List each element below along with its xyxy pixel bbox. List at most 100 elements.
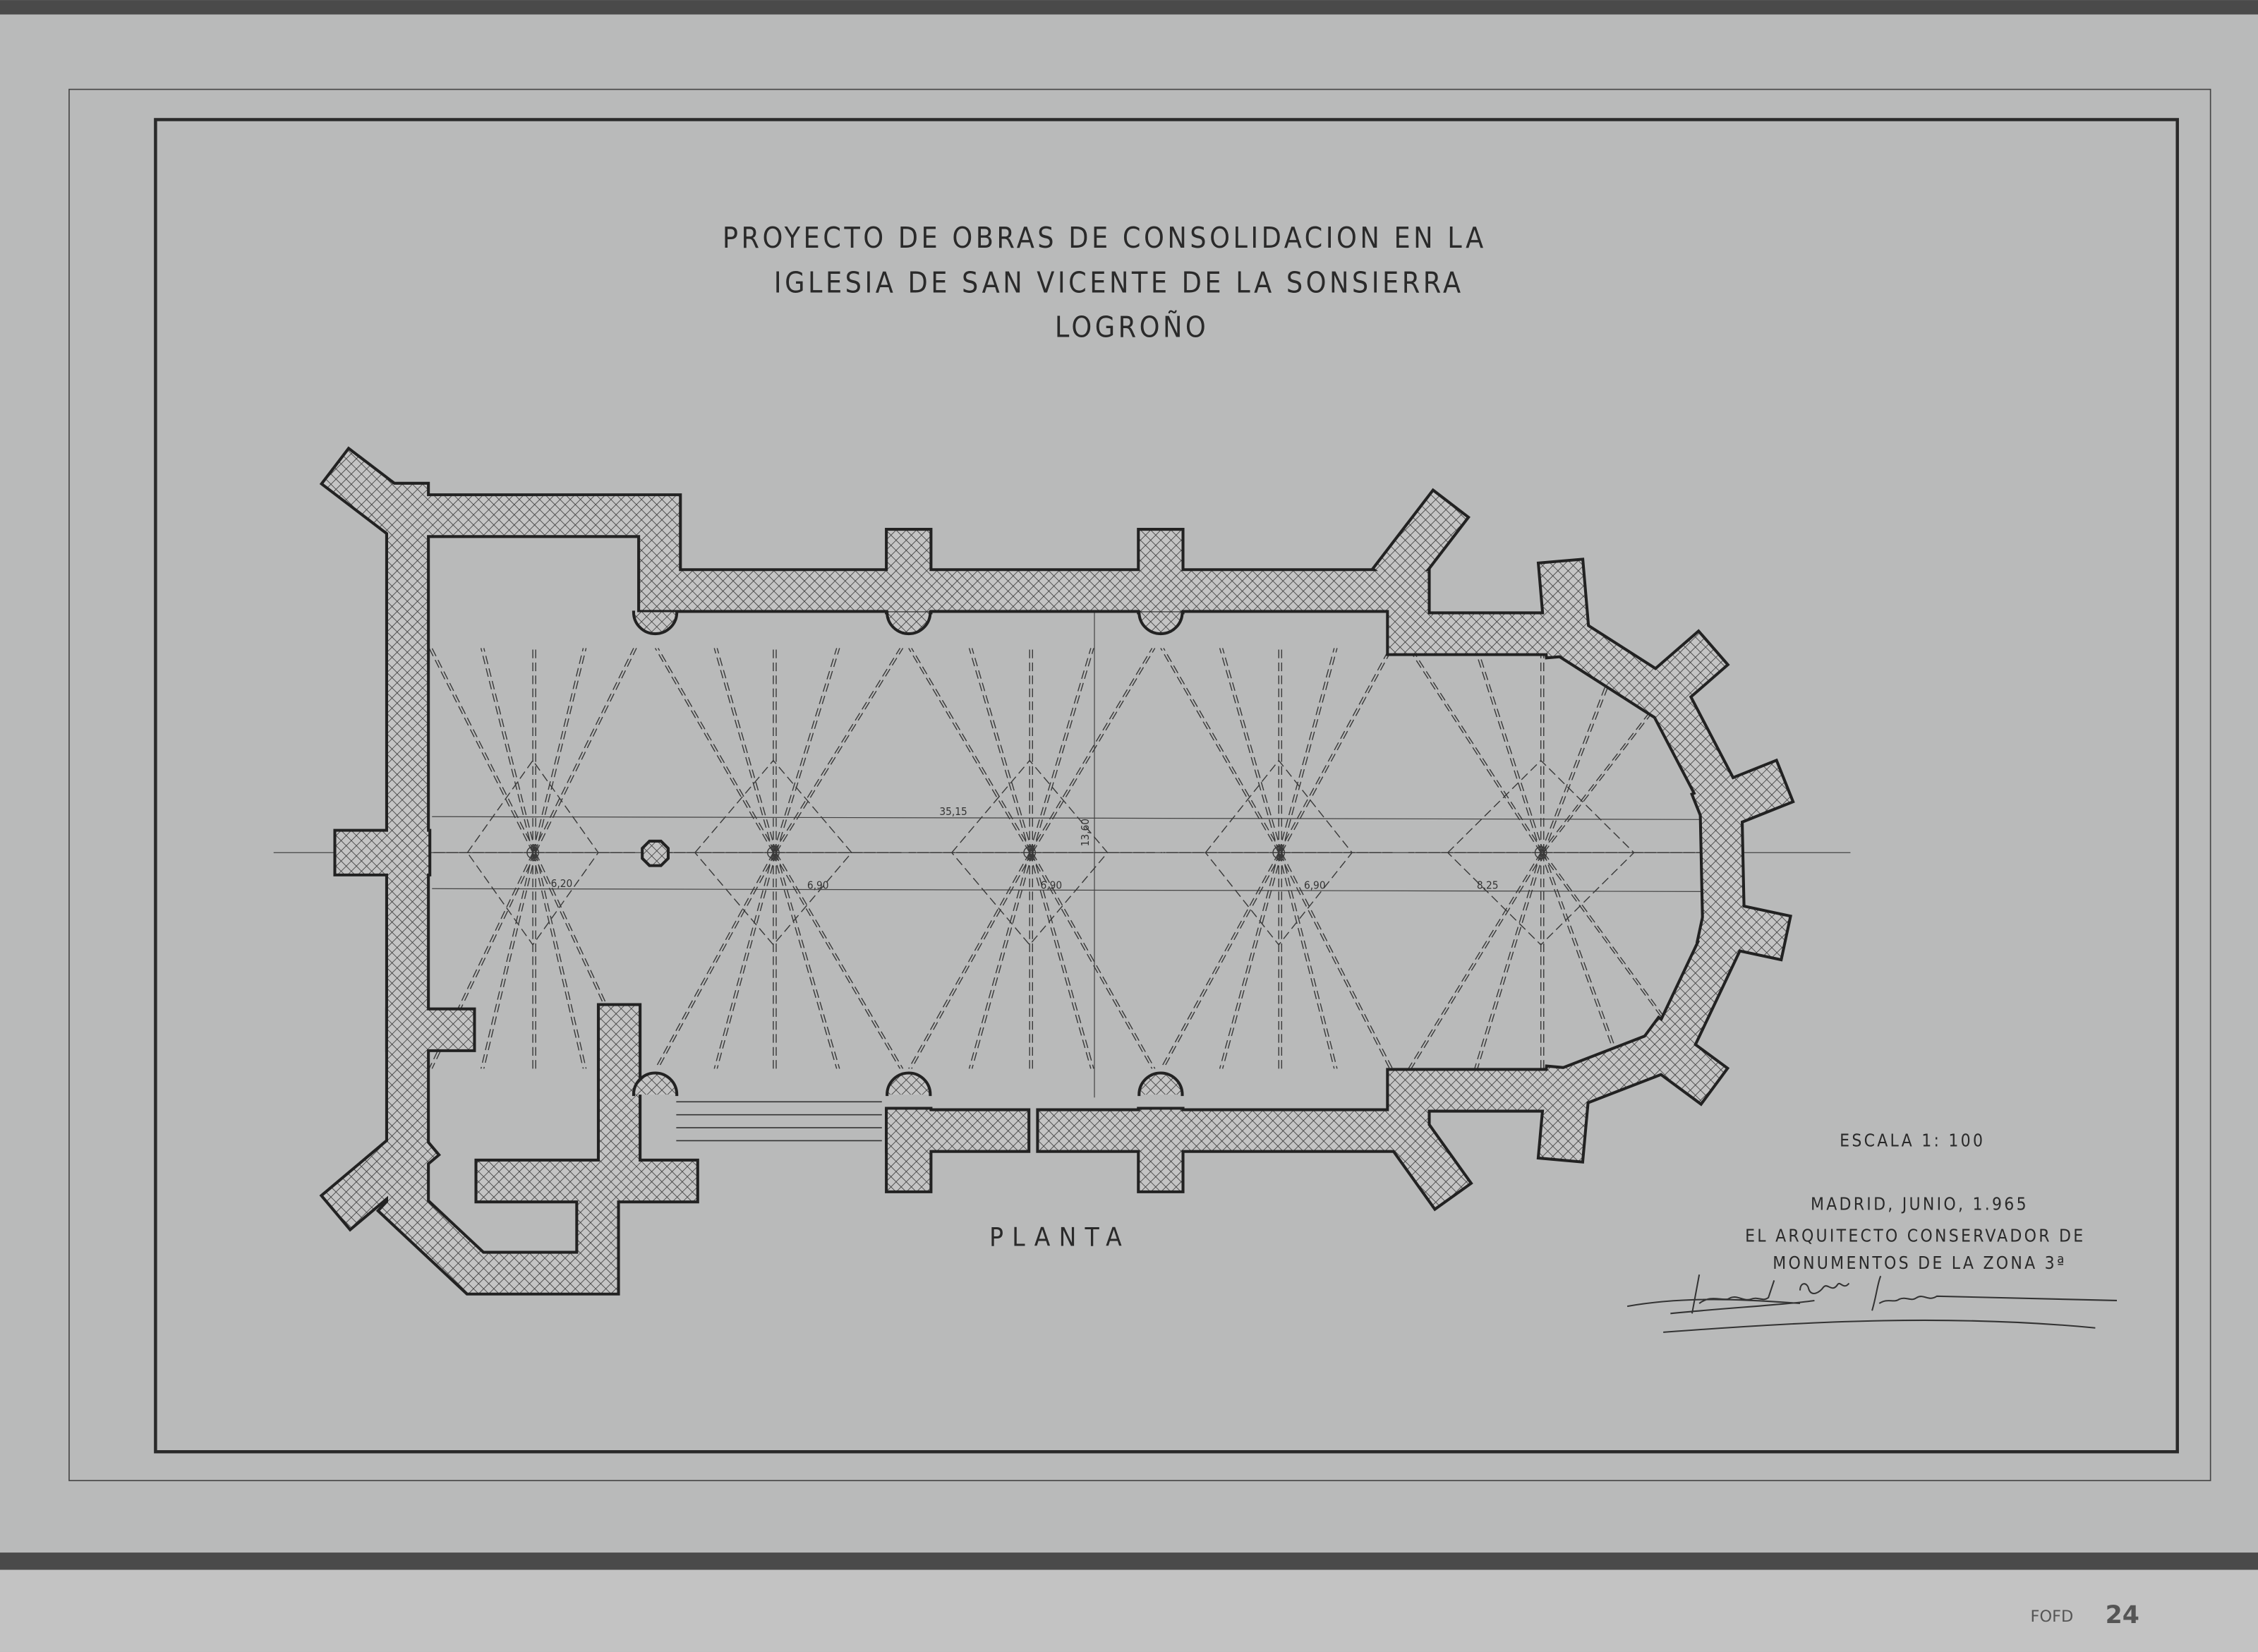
- bottom-band: [0, 1552, 2258, 1570]
- vault-tierceron: [466, 759, 599, 946]
- vault-rib: [911, 852, 1033, 1069]
- vault-rib: [532, 852, 584, 1069]
- pilaster: [1137, 1071, 1184, 1097]
- vault-rib: [1278, 852, 1391, 1069]
- vault-rib: [1219, 648, 1279, 853]
- plan-label: PLANTA: [989, 1222, 1130, 1252]
- vault-rib: [535, 852, 587, 1069]
- inner-frame: [154, 118, 2179, 1454]
- place-date: MADRID, JUNIO, 1.965: [1811, 1193, 2029, 1214]
- vault-rib: [911, 648, 1033, 853]
- vault-rib: [654, 852, 774, 1069]
- vault-rib: [1032, 852, 1094, 1069]
- vault-rib: [1411, 852, 1545, 1069]
- vault-rib: [1477, 852, 1545, 1069]
- vault-rib: [480, 648, 533, 853]
- vault-rib: [775, 648, 840, 853]
- dimension-bay-3: 6,90: [1040, 879, 1062, 891]
- vault-rib: [713, 852, 774, 1069]
- vault-rib: [971, 852, 1033, 1069]
- vault-rib: [773, 852, 838, 1069]
- title-line-2: IGLESIA DE SAN VICENTE DE LA SONSIERRA: [774, 265, 1464, 299]
- vault-rib: [1029, 648, 1092, 853]
- vault-rib: [1281, 852, 1338, 1069]
- vault-rib: [773, 852, 901, 1069]
- dimension-bay-2: 6,90: [807, 879, 829, 891]
- pilaster: [886, 1071, 932, 1097]
- vault-rib: [535, 648, 637, 853]
- wall-hatch: [1540, 1067, 1590, 1161]
- vault-rib: [1032, 648, 1094, 853]
- vault-rib: [1411, 648, 1545, 853]
- vault-rib: [1278, 648, 1335, 853]
- vault-rib: [1474, 852, 1542, 1069]
- vault-rib: [1160, 852, 1279, 1069]
- vault-rib: [535, 648, 587, 853]
- vault-rib: [654, 648, 774, 853]
- vault-rib: [1221, 852, 1283, 1069]
- vault-rib: [483, 852, 536, 1069]
- title-line-1: PROYECTO DE OBRAS DE CONSOLIDACION EN LA: [723, 221, 1487, 255]
- vault-rib: [713, 648, 774, 853]
- vault-rib: [1163, 852, 1282, 1069]
- vault-keystone: [1534, 846, 1547, 860]
- vault-tierceron: [1447, 759, 1635, 946]
- vault-rib: [1029, 852, 1092, 1069]
- vault-rib: [480, 852, 533, 1069]
- vault-keystone: [1023, 846, 1037, 860]
- pilaster: [632, 610, 679, 636]
- vault-rib: [908, 648, 1030, 853]
- dimension-bay-4: 6,90: [1304, 879, 1326, 891]
- author-line-1: EL ARQUITECTO CONSERVADOR DE: [1745, 1225, 2085, 1246]
- vault-rib: [532, 648, 634, 853]
- vault-rib: [773, 648, 838, 853]
- wall-hatch: [1698, 900, 1789, 958]
- wall-hatch: [1382, 1109, 1470, 1207]
- vault-rib: [908, 852, 1030, 1069]
- church-walls: [319, 446, 1795, 1296]
- vault-rib: [658, 648, 777, 853]
- vault-rib: [773, 648, 901, 853]
- vault-rib: [968, 648, 1030, 853]
- vault-rib: [1278, 852, 1335, 1069]
- vault-rib: [1032, 648, 1156, 853]
- vault-rib: [775, 852, 904, 1069]
- vault-rib: [1219, 852, 1279, 1069]
- vault-rib: [1474, 648, 1542, 853]
- dimension-bay-5: 8,25: [1477, 879, 1499, 891]
- archive-mark-number: 24: [2106, 1601, 2139, 1629]
- vault-rib: [1160, 648, 1279, 853]
- scale-label: ESCALA 1: 100: [1840, 1131, 1985, 1151]
- vault-rib: [775, 648, 904, 853]
- vault-tierceron: [950, 759, 1109, 946]
- wall-hatch: [1540, 560, 1590, 657]
- dimension-width: 13,60: [1079, 819, 1092, 846]
- vault-rib: [1163, 648, 1282, 853]
- author-line-2: MONUMENTOS DE LA ZONA 3ª: [1773, 1253, 2066, 1273]
- vault-rib: [1477, 648, 1545, 853]
- vault-rib: [483, 648, 536, 853]
- vault-keystone: [767, 846, 780, 860]
- dimension-total-length: 35,15: [939, 805, 967, 818]
- title-line-3: LOGROÑO: [1055, 310, 1209, 344]
- vault-rib: [775, 852, 840, 1069]
- length-dimension-line: [432, 816, 1707, 820]
- dimension-bay-1: 6,20: [551, 877, 573, 890]
- wall-hatch: [323, 1123, 437, 1228]
- vault-rib: [1032, 852, 1156, 1069]
- vault-rib: [1281, 852, 1394, 1069]
- pilaster: [886, 610, 932, 636]
- wall-hatch: [1634, 633, 1726, 721]
- signature: [1626, 1274, 2118, 1333]
- vault-keystone: [1272, 846, 1286, 860]
- vault-rib: [971, 648, 1033, 853]
- vault-rib: [1408, 648, 1542, 853]
- wall-hatch: [1375, 492, 1467, 594]
- pilaster: [632, 1071, 679, 1097]
- top-band: [0, 0, 2258, 15]
- lower-margin: [0, 1569, 2258, 1652]
- column: [641, 839, 670, 867]
- vault-rib: [1408, 852, 1542, 1069]
